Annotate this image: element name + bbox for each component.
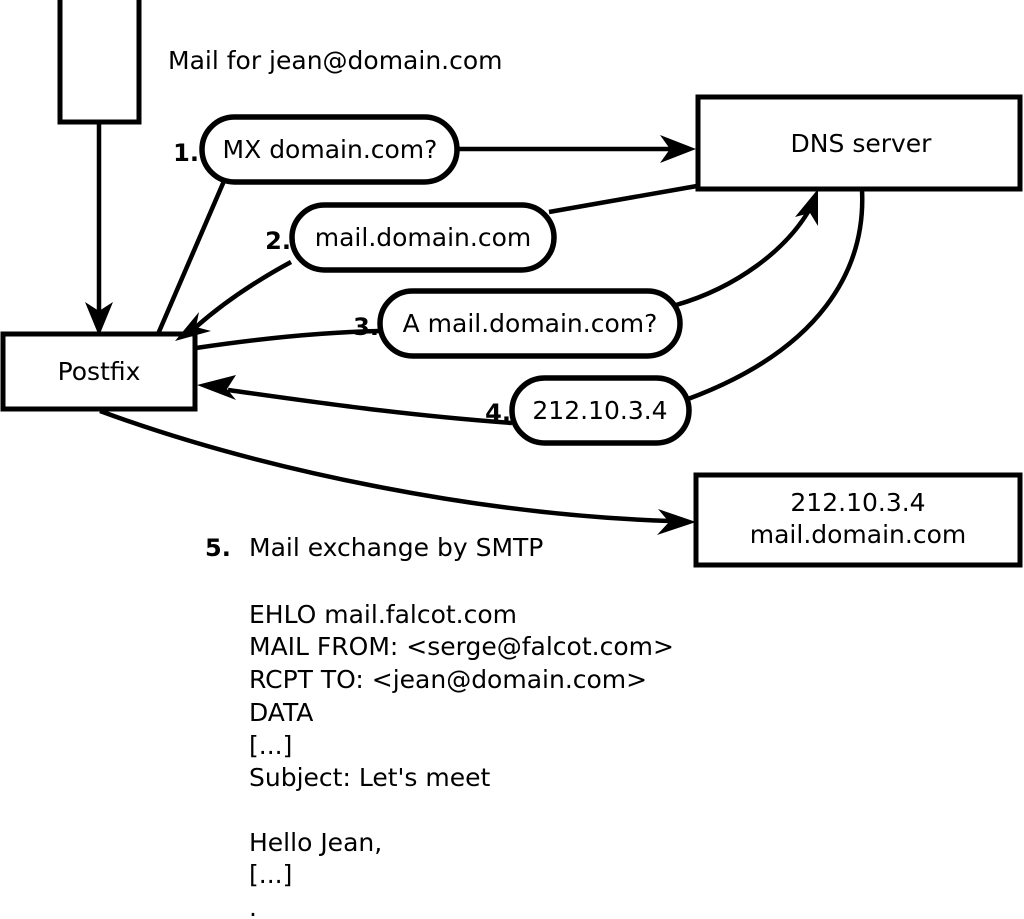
transcript-line-5: [...] — [249, 731, 292, 760]
step-bubble-1-label: MX domain.com? — [223, 135, 438, 164]
transcript-line-4: DATA — [249, 698, 313, 727]
edge-postfix-to-bubble3 — [195, 328, 381, 351]
step-number-4: 4. — [485, 399, 511, 427]
step-number-3: 3. — [353, 313, 379, 341]
node-client-box — [57, 0, 142, 125]
edge-dns-to-bubble4 — [687, 189, 865, 402]
transcript-line-3: RCPT TO: <jean@domain.com> — [249, 665, 647, 694]
arrowhead-client-to-postfix — [85, 302, 113, 336]
edge-bubble3-to-dns — [675, 203, 814, 308]
step-number-2: 2. — [265, 227, 291, 255]
edge-postfix-to-mailserver — [99, 408, 671, 524]
node-mailserver-host-label: mail.domain.com — [750, 520, 966, 549]
transcript-line-9: [...] — [249, 860, 292, 889]
edge-dns-to-bubble2 — [548, 183, 698, 215]
node-postfix-label: Postfix — [58, 357, 141, 386]
step-bubble-3-label: A mail.domain.com? — [403, 309, 658, 338]
transcript-line-1: EHLO mail.falcot.com — [249, 600, 517, 629]
node-postfix-box — [0, 331, 198, 412]
step-bubble-4-label: 212.10.3.4 — [532, 396, 667, 425]
transcript-line-10: . — [249, 893, 257, 919]
node-dns-box — [695, 94, 1023, 192]
arrowhead-postfix-to-mailserver — [657, 509, 696, 535]
arrowhead-bubble2-to-postfix — [175, 312, 211, 341]
transcript-line-6: Subject: Let's meet — [249, 763, 490, 792]
arrowhead-bubble3-to-dns — [795, 189, 818, 226]
edge-bubble2-to-postfix — [194, 260, 293, 329]
step-5-label: Mail exchange by SMTP — [249, 533, 543, 562]
transcript-line-2: MAIL FROM: <serge@falcot.com> — [249, 632, 674, 661]
arrowhead-bubble4-to-postfix — [197, 375, 236, 400]
arrowhead-bubble1-to-dns — [660, 135, 696, 163]
node-dns-label: DNS server — [791, 129, 933, 158]
step-number-5: 5. — [205, 534, 231, 562]
step-bubble-4 — [509, 375, 692, 446]
node-mailserver-box — [693, 472, 1023, 568]
step-number-1: 1. — [173, 139, 199, 167]
edge-bubble1-to-postfix — [155, 180, 227, 335]
node-mailserver-ip-label: 212.10.3.4 — [790, 488, 925, 517]
transcript-line-8: Hello Jean, — [249, 828, 382, 857]
edge-bubble4-to-postfix — [227, 387, 513, 426]
step-bubble-2-label: mail.domain.com — [315, 223, 531, 252]
diagram-title: Mail for jean@domain.com — [168, 46, 503, 75]
step-bubble-3 — [377, 288, 683, 359]
step-bubble-1 — [199, 114, 460, 185]
step-bubble-2 — [289, 202, 557, 273]
